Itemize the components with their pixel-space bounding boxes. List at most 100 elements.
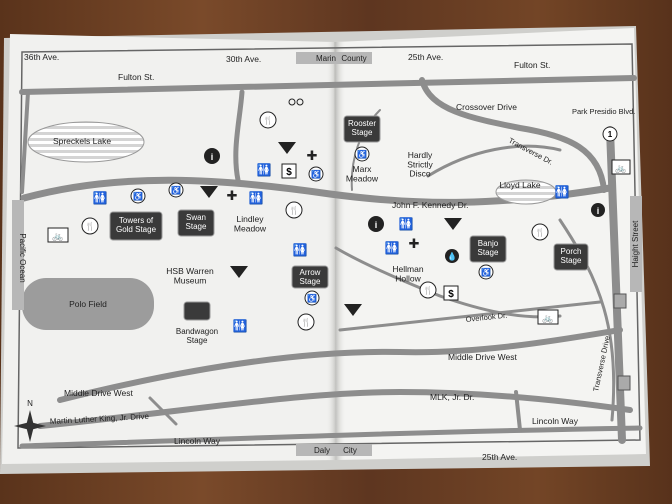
svg-text:🍴: 🍴 [263,115,273,125]
binoculars-icon [288,98,304,106]
accessible-icon: ♿ [308,166,324,182]
label-25th-top: 25th Ave. [408,52,443,62]
road-fulton [19,75,637,95]
svg-text:♿: ♿ [357,149,367,159]
svg-text:♿: ♿ [133,191,143,201]
label-overlook: Overlook Dr. [465,311,507,324]
restroom-icon: 🚻 [385,241,400,255]
atm-icon: $ [443,285,459,301]
water-icon: 💧 [445,249,459,263]
info-icon: i [591,203,605,217]
svg-text:🍴: 🍴 [423,285,433,295]
food-icon: 🍴 [297,313,315,331]
svg-text:i: i [211,152,214,162]
svg-text:♿: ♿ [311,169,321,179]
icon-layer: i i i ♿ ♿ ♿ ♿ ♿ ♿ ♿ 🍴 🍴 🍴 🍴 🍴 🍴 🚻 🚻 🚻 🚻 … [47,98,631,391]
edge-tab-top [296,52,372,64]
restroom-icon: 🚻 [257,163,272,177]
svg-text:🍴: 🍴 [301,317,311,327]
svg-text:♿: ♿ [481,267,491,277]
edge-tab-right-label: Haight Street [631,220,640,267]
parking-square-icon [617,375,631,391]
atm-icon: $ [281,163,297,179]
label-middle-west-left: Middle Drive West [64,388,133,398]
marker-triangle-icon [444,218,462,230]
label-30th: 30th Ave. [226,54,261,64]
svg-text:$: $ [448,289,454,300]
food-icon: 🍴 [531,223,549,241]
highway-shield-icon: 1 [602,126,618,142]
first-aid-icon: ✚ [307,148,318,163]
label-middle-west-right: Middle Drive West [448,352,517,362]
label-lincoln-left: Lincoln Way [174,436,221,446]
road-36th [20,90,30,194]
svg-text:i: i [375,220,378,230]
marker-triangle-icon [200,186,218,198]
map-frame [17,43,641,449]
lloyd-lake-shape [495,179,557,205]
label-lloyd: Lloyd Lake [499,180,540,190]
road-crossover [419,77,607,193]
svg-text:🚲: 🚲 [542,313,553,323]
food-icon: 🍴 [259,111,277,129]
food-icon: 🍴 [285,201,303,219]
accessible-icon: ♿ [354,146,370,162]
compass-rose: N [14,399,46,442]
road-30th [233,89,245,183]
accessible-icon: ♿ [130,188,146,204]
edge-tab-top-county: County [341,54,366,63]
svg-text:$: $ [286,167,292,178]
marker-triangle-icon [344,304,362,316]
edge-tab-bottom-city: City [343,446,357,455]
first-aid-icon: ✚ [227,188,238,203]
bike-icon: 🚲 [537,309,559,325]
edge-tab-right [630,196,642,292]
food-icon: 🍴 [81,217,99,235]
food-icon: 🍴 [419,281,437,299]
svg-text:♿: ♿ [307,293,317,303]
svg-text:i: i [597,206,600,216]
marker-triangle-icon [230,266,248,278]
restroom-icon: 🚻 [249,191,264,205]
edge-tab-left [12,200,24,310]
svg-text:🍴: 🍴 [535,227,545,237]
polo-field-shape [22,278,154,330]
place-labels: Spreckels Lake Polo Field Lloyd Lake Lin… [53,136,541,309]
info-icon: i [368,216,384,232]
accessible-icon: ♿ [304,290,320,306]
road-overlook [338,300,602,332]
info-icon: i [204,148,220,164]
label-park-presidio: Park Presidio Blvd. [572,107,635,116]
label-36th: 36th Ave. [24,52,59,62]
edge-tabs: Marin County Pacific Ocean Haight Street… [12,52,642,456]
road-25th-bottom [514,390,522,432]
road-hellman [334,246,562,319]
restroom-icon: 🚻 [555,185,570,199]
svg-text:🍴: 🍴 [289,205,299,215]
accessible-icon: ♿ [478,264,494,280]
restroom-icon: 🚻 [293,243,308,257]
restroom-icon: 🚻 [93,191,108,205]
edge-tab-bottom-daly: Daly [314,446,330,455]
label-polo: Polo Field [69,299,107,309]
svg-text:🚲: 🚲 [52,231,63,241]
label-fulton-right: Fulton St. [514,60,550,70]
svg-text:1: 1 [608,130,613,139]
svg-text:🍴: 🍴 [85,221,95,231]
